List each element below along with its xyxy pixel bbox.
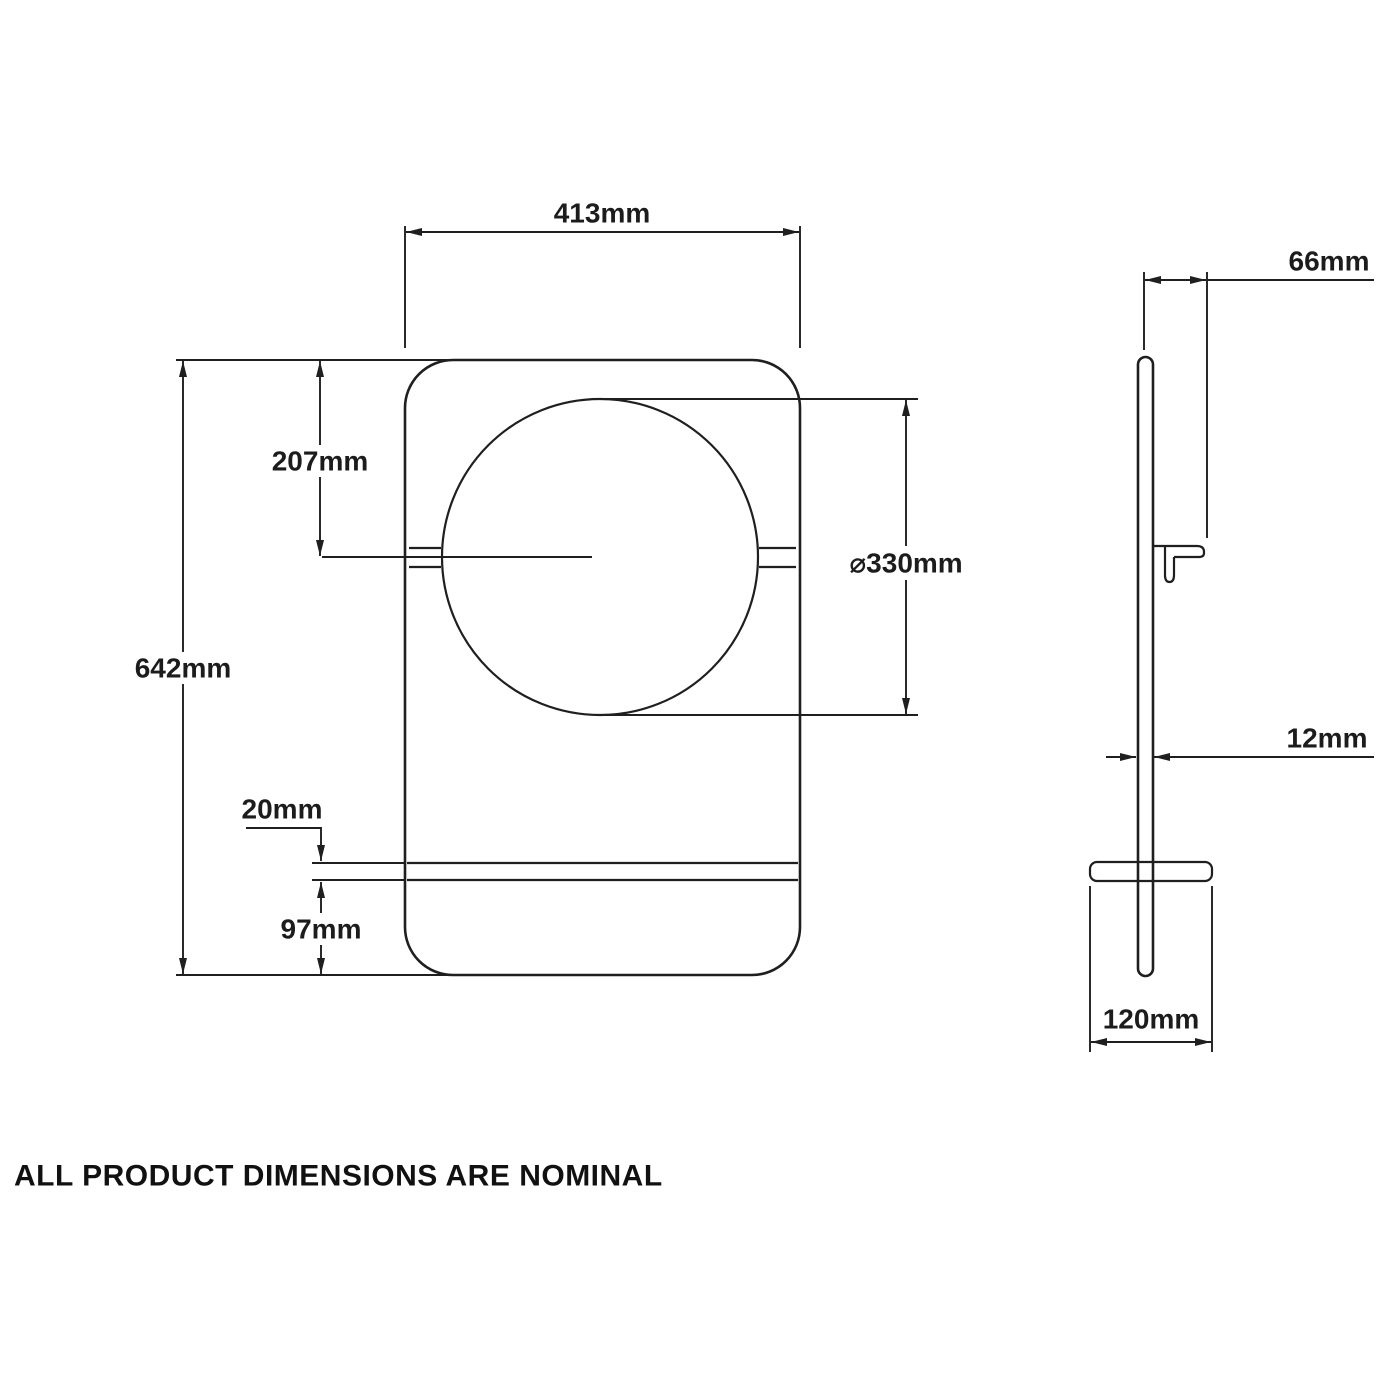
label-frame-thickness: 12mm <box>1287 723 1368 754</box>
mirror-pivot-clips <box>409 546 796 569</box>
label-shelf-from-bottom: 97mm <box>281 914 362 945</box>
mirror-frame-outline <box>403 358 802 977</box>
shelf-side-outline <box>1088 860 1214 883</box>
label-shelf-depth: 120mm <box>1103 1004 1200 1035</box>
label-depth: 66mm <box>1289 246 1370 277</box>
label-mirror-diameter: ⌀330mm <box>849 548 962 579</box>
label-width: 413mm <box>554 198 651 229</box>
side-view-dimensions <box>1089 272 1374 1052</box>
side-view <box>1088 355 1214 978</box>
label-height: 642mm <box>135 653 232 684</box>
dim-shelf-depth-120 <box>1089 886 1213 1052</box>
dimension-labels: 413mm 207mm 642mm ⌀330mm 20mm 97mm 66mm … <box>135 198 1370 1035</box>
label-mirror-centre: 207mm <box>272 446 369 477</box>
label-backgrounds <box>134 445 969 945</box>
mirror-edge-profile <box>1136 355 1155 978</box>
nominal-dimensions-note: ALL PRODUCT DIMENSIONS ARE NOMINAL <box>14 1160 663 1193</box>
dim-depth-66 <box>1143 272 1374 538</box>
wall-bracket-profile <box>1153 544 1206 584</box>
front-view <box>403 358 802 977</box>
label-shelf-thickness: 20mm <box>242 794 323 825</box>
dim-shelf-thickness-20 <box>246 827 406 881</box>
dim-width-413 <box>404 226 801 348</box>
shelf-front-outline <box>407 861 798 882</box>
